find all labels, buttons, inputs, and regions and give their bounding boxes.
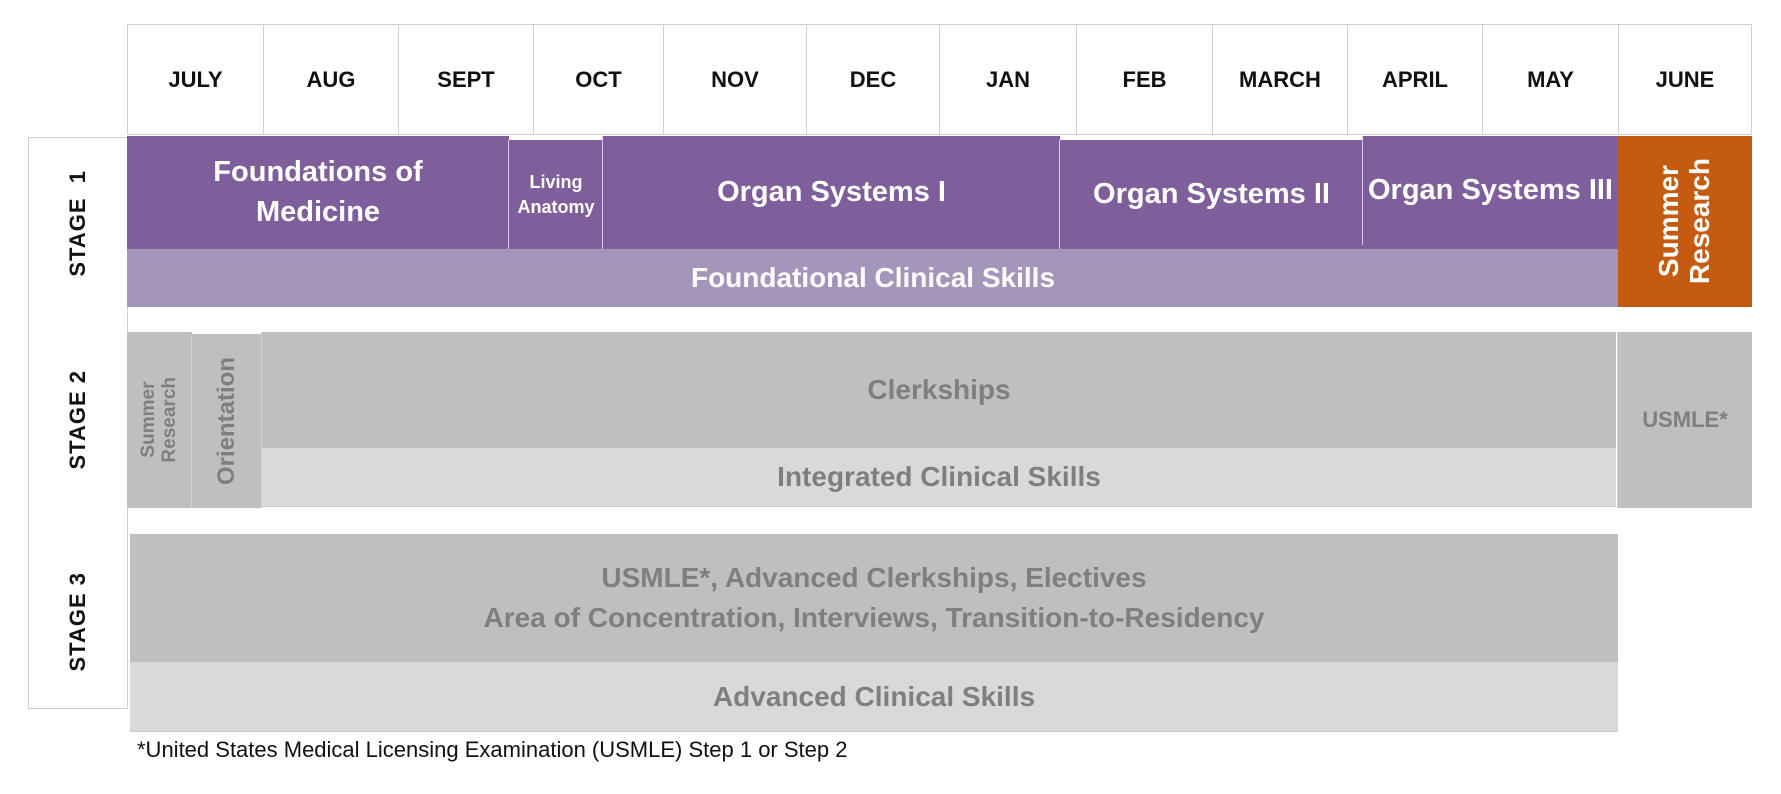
footnote: *United States Medical Licensing Examina… (137, 737, 848, 762)
block-foundational-clinical-skills: Foundational Clinical Skills (127, 249, 1619, 307)
stage-3-label-cell: STAGE 3 (28, 536, 128, 708)
block-clerkships: Clerkships (261, 332, 1616, 448)
living-anatomy-line-2: Anatomy (517, 196, 595, 217)
block-foundations-of-medicine: Foundations of Medicine (127, 136, 509, 249)
block-organ-systems-3: Organ Systems III (1362, 136, 1618, 245)
block-orientation: Orientation (191, 334, 262, 508)
block-summer-research-stage-2: Summer Research (127, 332, 192, 508)
block-living-anatomy: Living Anatomy (508, 140, 603, 249)
summer-research-label: Summer Research (1653, 158, 1716, 285)
stage-1-label: STAGE 1 (64, 169, 90, 277)
foundations-line-1: Foundations of (213, 156, 423, 189)
stage-label-column (28, 137, 128, 709)
month-may: MAY (1482, 24, 1619, 135)
month-july: JULY (127, 24, 264, 135)
summer-research-line-1: Summer (1653, 165, 1685, 278)
summer-research-2-label: Summer Research (137, 377, 181, 463)
block-advanced-clinical-skills: Advanced Clinical Skills (130, 662, 1618, 732)
month-feb: FEB (1076, 24, 1213, 135)
block-organ-systems-1: Organ Systems I (602, 136, 1060, 249)
stage-2-label-cell: STAGE 2 (28, 332, 128, 508)
month-sept: SEPT (398, 24, 534, 135)
orientation-label: Orientation (212, 356, 240, 485)
living-anatomy-line-1: Living (529, 172, 583, 193)
block-usmle-stage-2: USMLE* (1617, 332, 1752, 508)
month-march: MARCH (1212, 24, 1348, 135)
stage-3-label: STAGE 3 (64, 572, 90, 672)
month-june: JUNE (1618, 24, 1752, 135)
month-oct: OCT (533, 24, 664, 135)
block-stage-3-activities: USMLE*, Advanced Clerkships, Electives A… (130, 534, 1618, 662)
block-summer-research-stage-1: Summer Research (1618, 136, 1752, 307)
month-dec: DEC (806, 24, 940, 135)
stage-2-label: STAGE 2 (64, 370, 90, 470)
month-april: APRIL (1347, 24, 1483, 135)
summer-research-2-line-1: Summer (137, 381, 159, 459)
stage-3-line-2: Area of Concentration, Interviews, Trans… (483, 602, 1265, 633)
foundations-line-2: Medicine (255, 195, 381, 228)
organ-systems-3-fill (1362, 245, 1618, 249)
month-nov: NOV (663, 24, 807, 135)
block-integrated-clinical-skills: Integrated Clinical Skills (261, 448, 1616, 507)
summer-research-line-2: Research (1684, 158, 1715, 285)
month-jan: JAN (939, 24, 1077, 135)
stage-1-label-cell: STAGE 1 (28, 137, 128, 309)
month-aug: AUG (263, 24, 399, 135)
stage-3-line-1: USMLE*, Advanced Clerkships, Electives (601, 562, 1147, 594)
summer-research-2-line-2: Research (158, 377, 180, 463)
block-organ-systems-2: Organ Systems II (1059, 140, 1363, 249)
